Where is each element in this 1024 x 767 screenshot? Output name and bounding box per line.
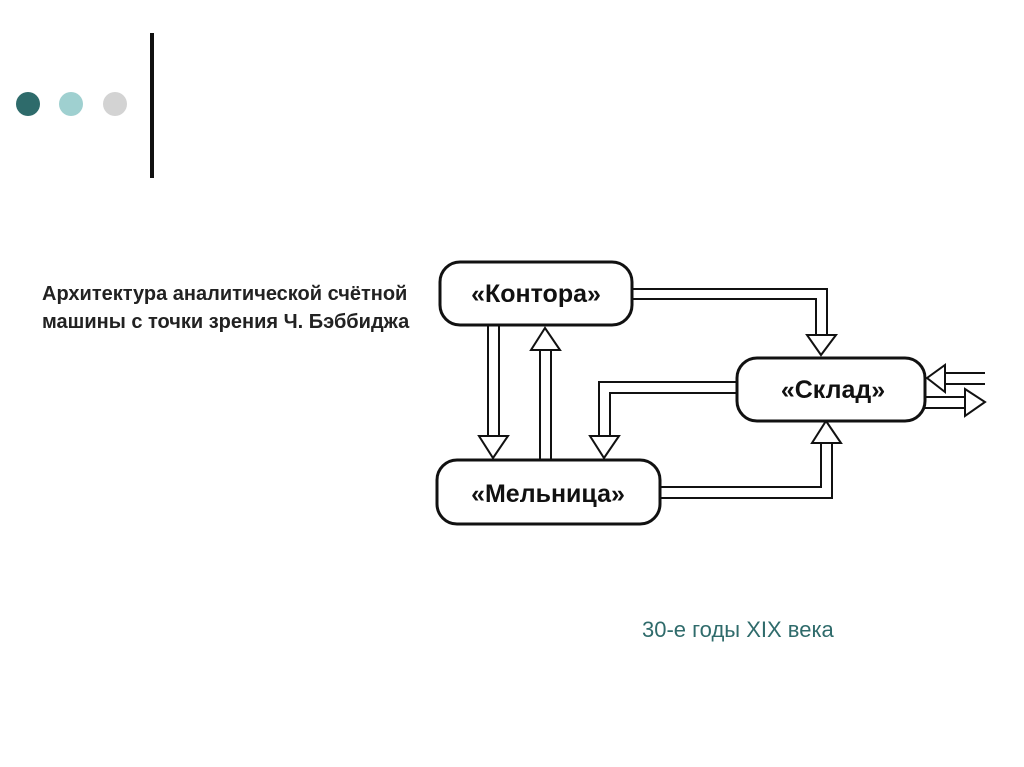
era-label: 30-е годы XIX века [642,617,834,642]
arrow-office-to-mill [477,325,510,460]
arrow-mill-to-store [660,419,843,499]
node-office: «Контора» [438,260,634,327]
node-office-label: «Контора» [471,280,601,308]
diagram-caption: Архитектура аналитической счётной машины… [42,283,410,333]
node-mill: «Мельница» [435,458,662,526]
node-mill-label: «Мельница» [471,480,625,508]
decor-dot-2 [59,92,83,116]
node-store: «Склад» [735,356,927,423]
divider-line [150,33,154,178]
arrow-office-to-store [632,288,838,357]
arrow-store-to-external [925,387,987,418]
node-store-label: «Склад» [781,376,885,404]
arrow-external-to-store [925,363,985,395]
decor-dot-3 [103,92,127,116]
decor-dot-1 [16,92,40,116]
arrow-store-to-mill [588,381,737,460]
arrow-mill-to-office [529,326,562,460]
